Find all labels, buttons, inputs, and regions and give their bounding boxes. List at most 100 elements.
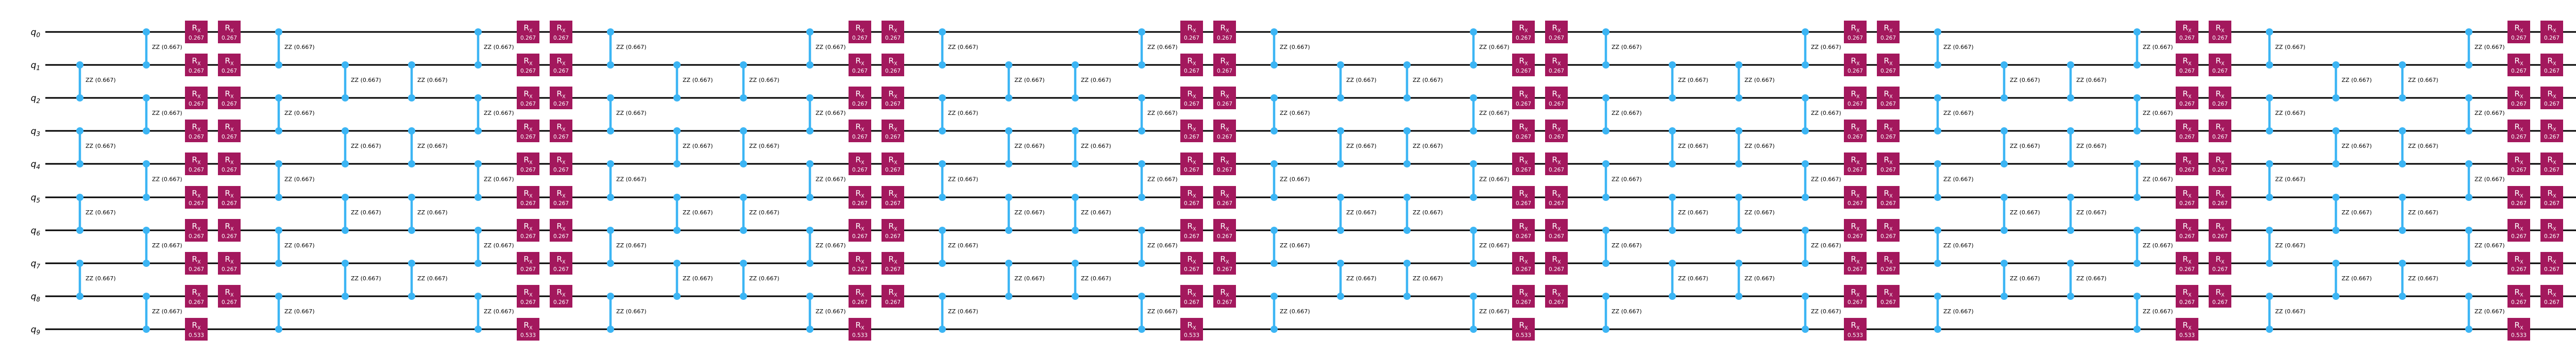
zz-gate: ZZ (0.667) <box>607 28 647 69</box>
rx-gate-value: 0.267 <box>1184 35 1199 41</box>
zz-gate: ZZ (0.667) <box>2332 127 2372 167</box>
zz-control-dot <box>806 127 814 134</box>
zz-control-dot <box>939 293 946 300</box>
rx-gate: RX0.267 <box>517 252 539 275</box>
rx-gate-value: 0.267 <box>553 134 569 140</box>
rx-gate: RX0.267 <box>2507 21 2530 43</box>
zz-control-dot <box>806 194 814 201</box>
zz-gate: ZZ (0.667) <box>2133 227 2173 267</box>
zz-gate: ZZ (0.667) <box>740 61 779 102</box>
zz-control-dot <box>1337 260 1344 267</box>
rx-gate: RX0.267 <box>550 54 572 76</box>
rx-gate-box <box>2507 252 2530 275</box>
zz-gate: ZZ (0.667) <box>1802 94 1841 134</box>
rx-gate-name: RX <box>192 23 201 34</box>
rx-gate-name: RX <box>1519 89 1528 100</box>
zz-gate-label: ZZ (0.667) <box>2143 110 2173 116</box>
rx-gate-value: 0.267 <box>222 134 237 140</box>
rx-gate: RX0.267 <box>2176 153 2198 175</box>
rx-gate-name: RX <box>1519 189 1528 199</box>
zz-gate: ZZ (0.667) <box>143 28 182 69</box>
rx-gate-box <box>1180 252 1203 275</box>
rx-gate-name: RX <box>192 189 201 199</box>
zz-gate-label: ZZ (0.667) <box>1346 209 1377 216</box>
rx-gate-box <box>517 318 539 341</box>
zz-gate-label: ZZ (0.667) <box>1744 209 1775 216</box>
qubit-label: q1 <box>31 60 40 72</box>
rx-gate-value: 0.267 <box>2212 200 2228 207</box>
rx-gate: RX0.267 <box>550 87 572 109</box>
rx-gate-box <box>1844 153 1867 175</box>
zz-control-dot <box>673 160 681 167</box>
zz-control-dot <box>1735 260 1742 267</box>
zz-gate-label: ZZ (0.667) <box>1147 44 1178 50</box>
rx-gate: RX0.267 <box>2540 285 2563 308</box>
rx-gate-name: RX <box>2215 122 2225 133</box>
zz-gate-label: ZZ (0.667) <box>152 308 182 315</box>
zz-gate: ZZ (0.667) <box>1470 293 1510 333</box>
rx-gate-box <box>1844 219 1867 242</box>
rx-gate-name: RX <box>1187 56 1196 67</box>
rx-gate-value: 0.267 <box>852 299 868 306</box>
rx-gate-name: RX <box>1552 23 1561 34</box>
rx-gate-value: 0.267 <box>1516 167 1531 173</box>
rx-gate-name: RX <box>523 23 533 34</box>
rx-gate-name: RX <box>855 320 865 331</box>
zz-gate: ZZ (0.667) <box>1669 127 1708 167</box>
rx-gate: RX0.267 <box>218 120 241 142</box>
zz-control-dot <box>806 94 814 102</box>
rx-gate-name: RX <box>1220 23 1229 34</box>
rx-gate: RX0.267 <box>517 120 539 142</box>
zz-control-dot <box>1138 260 1145 267</box>
zz-gate-label: ZZ (0.667) <box>1280 110 1310 116</box>
rx-gate-name: RX <box>1187 255 1196 265</box>
zz-gate-label: ZZ (0.667) <box>816 242 846 249</box>
rx-gate: RX0.267 <box>185 87 208 109</box>
rx-gate-value: 0.267 <box>852 266 868 273</box>
rx-gate: RX0.267 <box>1180 285 1203 308</box>
rx-gate: RX0.267 <box>550 21 572 43</box>
rx-gate-name: RX <box>1552 288 1561 298</box>
rx-gate: RX0.267 <box>882 21 904 43</box>
zz-control-dot <box>1934 227 1941 234</box>
rx-gate-value: 0.267 <box>520 167 536 173</box>
zz-control-dot <box>2133 260 2141 267</box>
zz-control-dot <box>1802 194 1809 201</box>
zz-control-dot <box>2332 227 2340 234</box>
zz-gate: ZZ (0.667) <box>1735 127 1775 167</box>
zz-control-dot <box>1005 293 1012 300</box>
rx-gate: RX0.267 <box>2176 186 2198 209</box>
rx-gate: RX0.267 <box>185 120 208 142</box>
rx-gate-box <box>550 285 572 308</box>
zz-gate-label: ZZ (0.667) <box>2143 176 2173 183</box>
rx-gate-box <box>185 153 208 175</box>
rx-gate-value: 0.267 <box>1516 299 1531 306</box>
zz-gate: ZZ (0.667) <box>1403 260 1443 300</box>
qubit-label: q5 <box>31 193 40 204</box>
rx-gate-name: RX <box>2182 189 2192 199</box>
rx-gate-box <box>185 186 208 209</box>
zz-control-dot <box>939 28 946 36</box>
rx-gate-box <box>185 87 208 109</box>
zz-control-dot <box>607 194 614 201</box>
zz-control-dot <box>1403 260 1411 267</box>
zz-gate-label: ZZ (0.667) <box>1014 77 1045 83</box>
zz-control-dot <box>607 293 614 300</box>
rx-gate-name: RX <box>1519 155 1528 166</box>
zz-gate-label: ZZ (0.667) <box>948 176 978 183</box>
rx-gate-box <box>1545 87 1568 109</box>
zz-gate: ZZ (0.667) <box>939 94 978 134</box>
rx-gate-value: 0.267 <box>852 134 868 140</box>
rx-gate-box <box>2209 87 2231 109</box>
zz-control-dot <box>2332 260 2340 267</box>
rx-gate-name: RX <box>556 122 566 133</box>
rx-gate-box <box>2176 186 2198 209</box>
rx-gate: RX0.267 <box>1180 21 1203 43</box>
rx-gate-value: 0.267 <box>1217 266 1232 273</box>
zz-control-dot <box>1470 28 1477 36</box>
zz-gate: ZZ (0.667) <box>806 94 846 134</box>
rx-gate-value: 0.267 <box>553 101 569 107</box>
zz-control-dot <box>275 326 282 333</box>
rx-gate-box <box>849 318 871 341</box>
rx-gate-value: 0.267 <box>2544 68 2560 74</box>
